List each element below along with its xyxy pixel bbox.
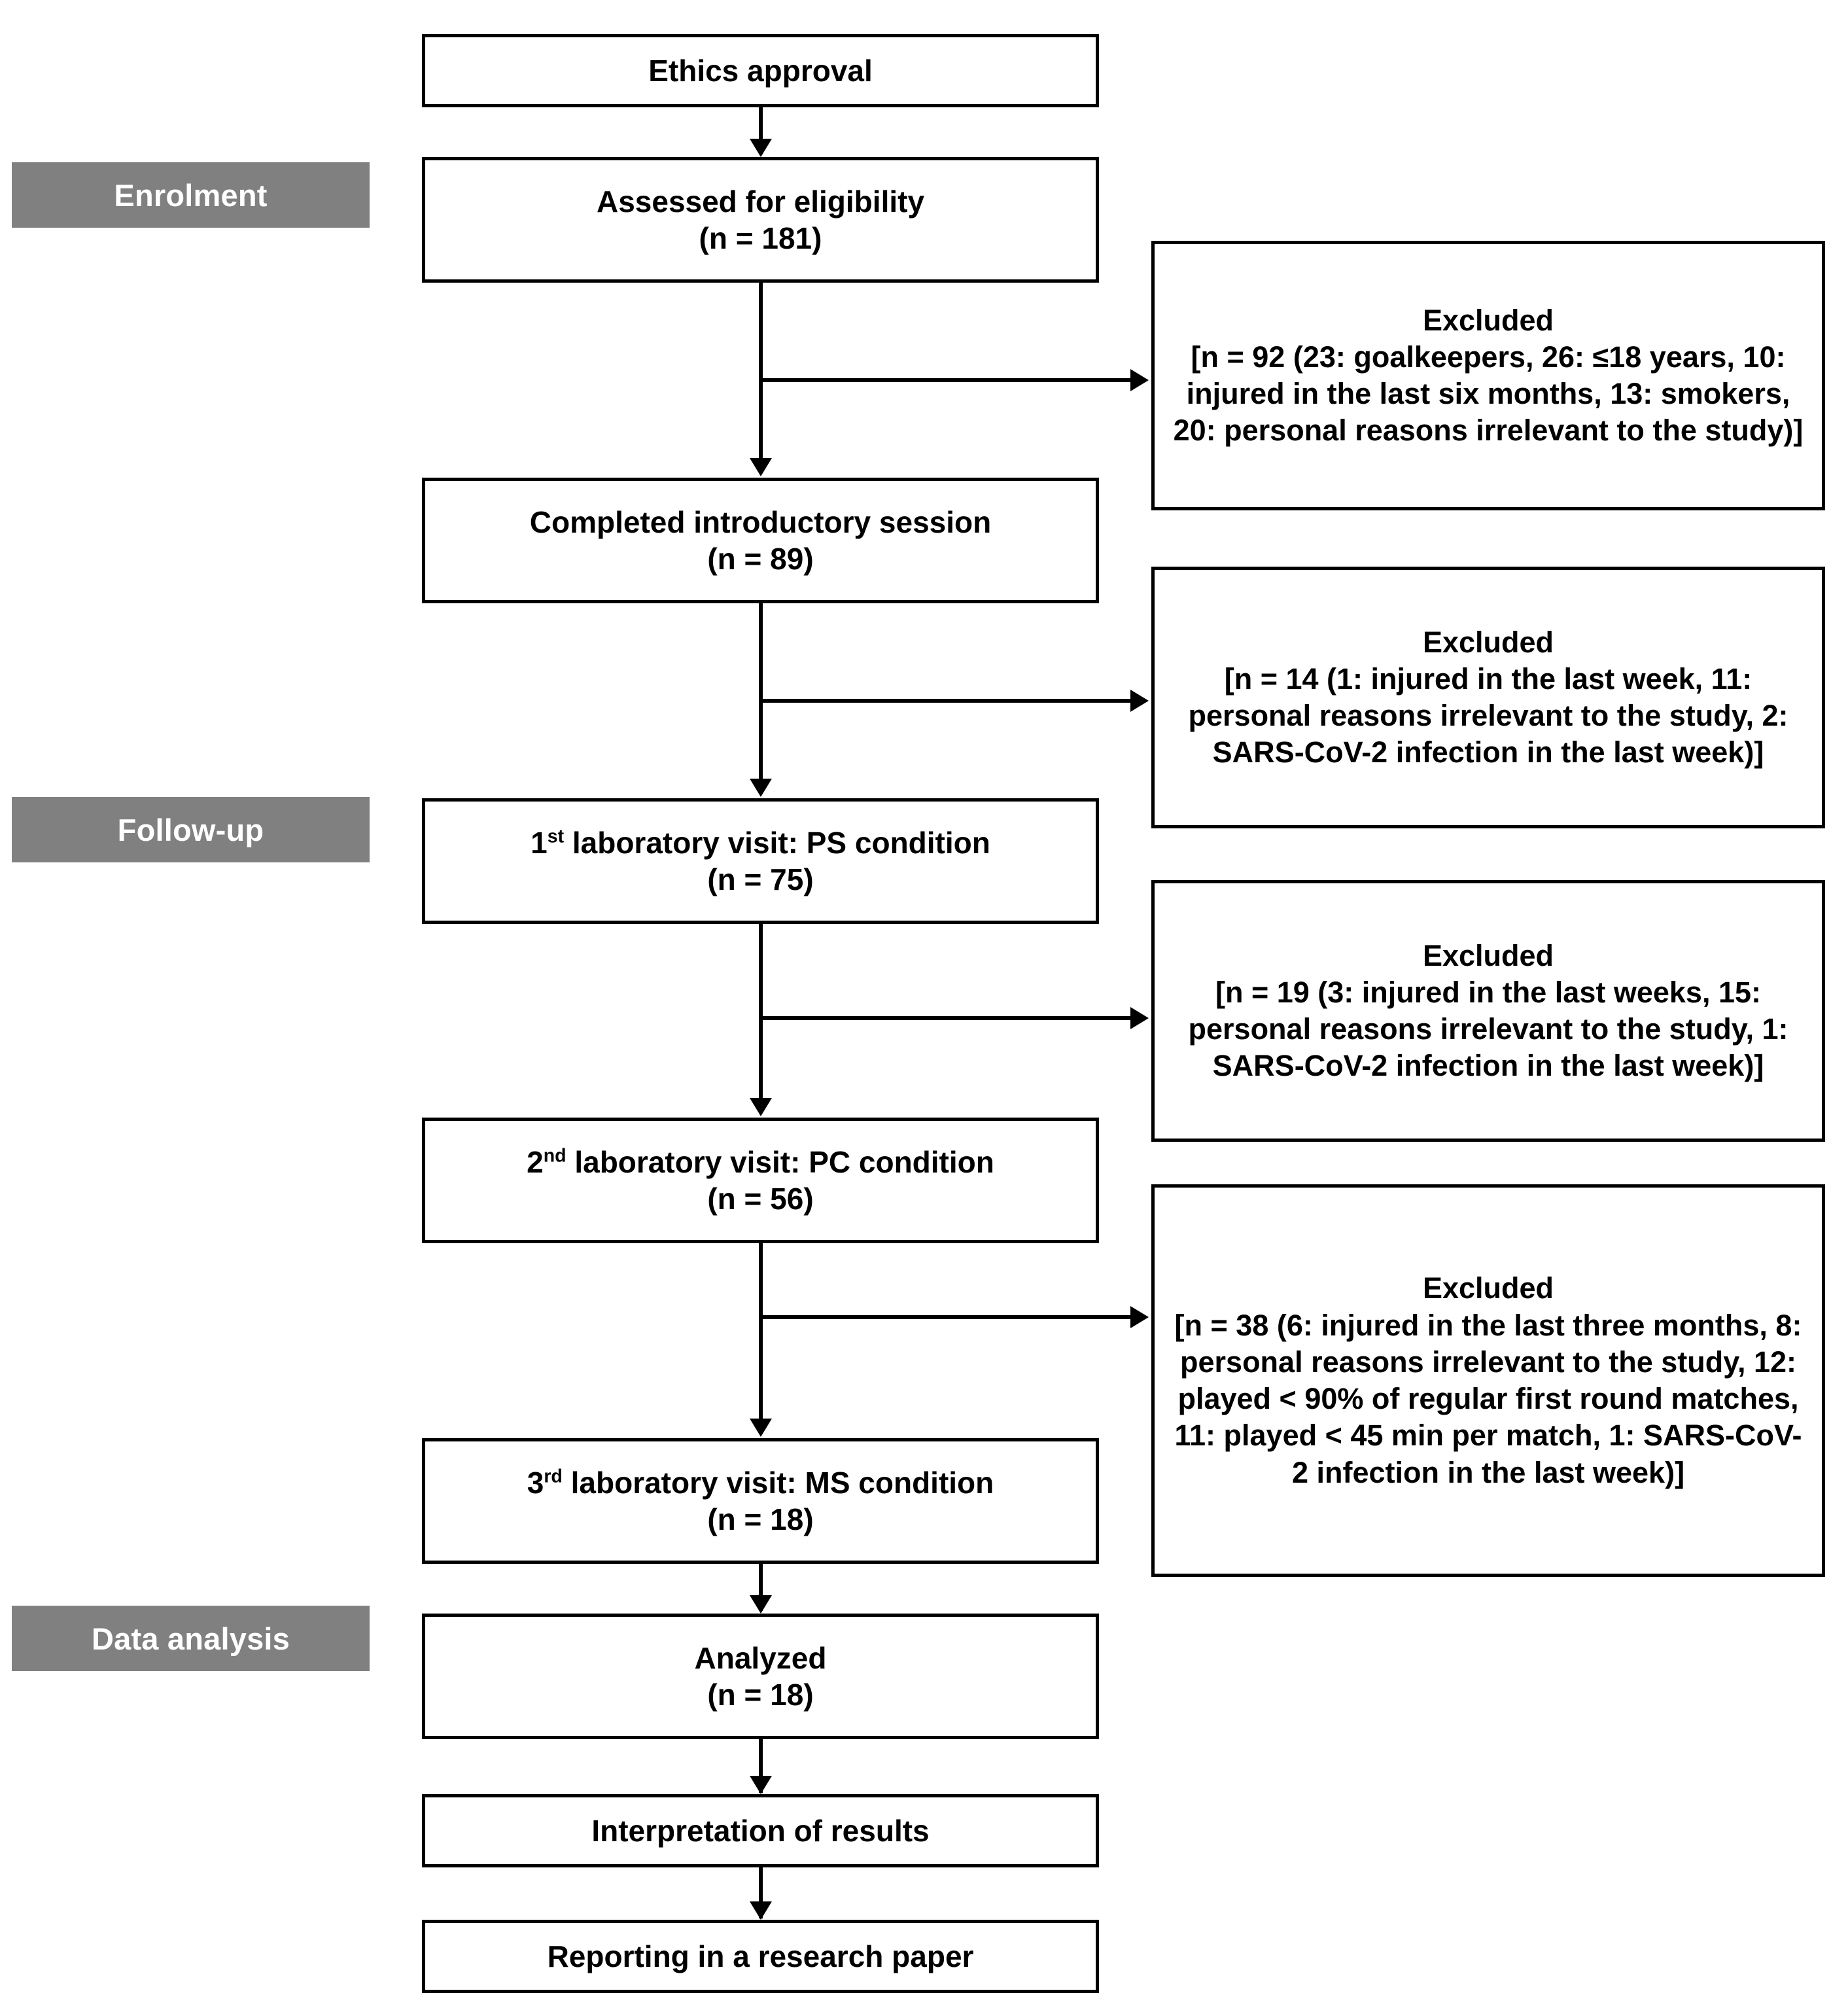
branch-arrow-excluded-2 [1130, 690, 1149, 712]
connector-line-introductory-to-visit1 [759, 603, 763, 793]
flow-box-interpretation-of-results: Interpretation of results [422, 1794, 1099, 1867]
flow-box-line1: Assessed for eligibility [596, 184, 925, 219]
connector-line-eligibility-to-introductory [759, 283, 763, 472]
exclusion-box-3: Excluded [n = 19 (3: injured in the last… [1151, 880, 1825, 1142]
flow-box-line1: Reporting in a research paper [547, 1939, 974, 1973]
flow-box-line1: Analyzed [694, 1640, 827, 1675]
visit-ordinal-number: 2 [527, 1144, 544, 1179]
connector-line-interpretation-to-reporting [759, 1867, 763, 1918]
flow-box-line2: (n = 75) [707, 862, 814, 896]
stage-label-enrolment: Enrolment [12, 162, 370, 228]
flow-box-reporting-in-a-research-paper: Reporting in a research paper [422, 1920, 1099, 1993]
branch-arrow-excluded-4 [1130, 1306, 1149, 1328]
flow-box-line1: Interpretation of results [591, 1813, 930, 1848]
flow-box-line2: (n = 181) [699, 221, 822, 255]
connector-arrow-analyzed-to-interpretation [750, 1776, 772, 1794]
branch-line-excluded-1 [759, 378, 1132, 382]
flow-box-third-laboratory-visit: 3rd laboratory visit: MS condition (n = … [422, 1438, 1099, 1564]
exclusion-body: [n = 19 (3: injured in the last weeks, 1… [1188, 975, 1788, 1083]
visit-label-rest: laboratory visit: PC condition [566, 1144, 994, 1179]
connector-line-ethics-to-eligibility [759, 107, 763, 154]
exclusion-title: Excluded [1422, 625, 1554, 659]
flow-box-ethics-approval: Ethics approval [422, 34, 1099, 107]
connector-arrow-eligibility-to-introductory [750, 458, 772, 476]
flow-box-assessed-for-eligibility: Assessed for eligibility (n = 181) [422, 157, 1099, 283]
flow-box-line1: 3rd laboratory visit: MS condition [527, 1464, 994, 1501]
exclusion-box-1: Excluded [n = 92 (23: goalkeepers, 26: ≤… [1151, 241, 1825, 510]
stage-label-text: Data analysis [91, 1621, 290, 1656]
connector-line-visit2-to-visit3 [759, 1243, 763, 1434]
exclusion-body: [n = 14 (1: injured in the last week, 11… [1188, 662, 1788, 769]
stage-label-follow-up: Follow-up [12, 797, 370, 862]
visit-ordinal-suffix: rd [544, 1466, 563, 1487]
branch-line-excluded-3 [759, 1016, 1132, 1020]
exclusion-body: [n = 38 (6: injured in the last three mo… [1174, 1308, 1802, 1489]
stage-label-data-analysis: Data analysis [12, 1606, 370, 1671]
flow-box-line2: (n = 56) [707, 1182, 814, 1216]
branch-arrow-excluded-1 [1130, 369, 1149, 391]
flow-box-line2: (n = 18) [707, 1678, 814, 1712]
connector-arrow-visit3-to-analyzed [750, 1595, 772, 1614]
visit-ordinal-number: 3 [527, 1465, 544, 1500]
flow-box-line2: (n = 18) [707, 1502, 814, 1536]
flow-box-completed-introductory-session: Completed introductory session (n = 89) [422, 478, 1099, 603]
visit-ordinal-suffix: st [547, 826, 565, 847]
visit-label-rest: laboratory visit: PS condition [564, 825, 990, 860]
connector-arrow-introductory-to-visit1 [750, 779, 772, 797]
flow-box-line1: Ethics approval [648, 53, 873, 88]
connector-arrow-visit1-to-visit2 [750, 1098, 772, 1116]
flow-box-first-laboratory-visit: 1st laboratory visit: PS condition (n = … [422, 798, 1099, 924]
stage-label-text: Enrolment [114, 177, 268, 213]
connector-arrow-interpretation-to-reporting [750, 1901, 772, 1920]
visit-ordinal-number: 1 [531, 825, 548, 860]
visit-ordinal-suffix: nd [543, 1145, 567, 1167]
branch-line-excluded-2 [759, 699, 1132, 703]
connector-arrow-ethics-to-eligibility [750, 139, 772, 157]
exclusion-title: Excluded [1422, 1271, 1554, 1305]
flow-box-line1: Completed introductory session [529, 504, 992, 539]
flow-box-line1: 2nd laboratory visit: PC condition [527, 1144, 994, 1180]
exclusion-box-4: Excluded [n = 38 (6: injured in the last… [1151, 1184, 1825, 1577]
exclusion-body: [n = 92 (23: goalkeepers, 26: ≤18 years,… [1173, 340, 1804, 448]
visit-label-rest: laboratory visit: MS condition [562, 1465, 994, 1500]
flow-box-second-laboratory-visit: 2nd laboratory visit: PC condition (n = … [422, 1118, 1099, 1243]
flow-box-line2: (n = 89) [707, 542, 814, 576]
connector-line-visit3-to-analyzed [759, 1564, 763, 1611]
exclusion-title: Excluded [1422, 938, 1554, 972]
connector-arrow-visit2-to-visit3 [750, 1419, 772, 1437]
exclusion-box-2: Excluded [n = 14 (1: injured in the last… [1151, 567, 1825, 828]
connector-line-analyzed-to-interpretation [759, 1739, 763, 1793]
branch-line-excluded-4 [759, 1315, 1132, 1319]
branch-arrow-excluded-3 [1130, 1007, 1149, 1029]
stage-label-text: Follow-up [117, 812, 264, 847]
flow-box-line1: 1st laboratory visit: PS condition [531, 824, 990, 861]
exclusion-title: Excluded [1422, 303, 1554, 337]
flow-box-analyzed: Analyzed (n = 18) [422, 1614, 1099, 1739]
